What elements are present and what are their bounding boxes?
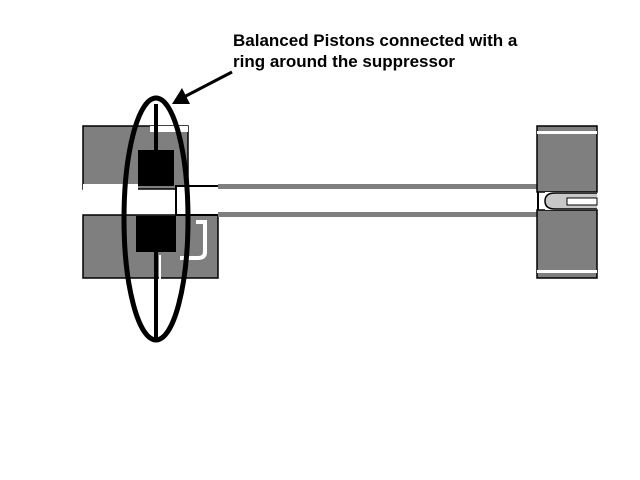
gas-tube-upper-wall (218, 184, 538, 189)
cylinder-upper-block (536, 125, 598, 193)
gas-tube (175, 185, 539, 216)
cylinder-top-rim (537, 131, 597, 134)
cylinder-bottom-rim (537, 270, 597, 273)
lower-piston-rod (154, 250, 158, 340)
annotation-line-1: Balanced Pistons connected with a (233, 31, 518, 50)
upper-piston (138, 150, 174, 186)
rounded-plug-slot (566, 197, 598, 206)
piston-rod-highlight (159, 255, 161, 335)
lower-housing-channel (180, 220, 207, 260)
upper-piston-rod (154, 104, 158, 152)
callout-arrow-shaft (181, 70, 233, 100)
upper-housing-lip (150, 126, 188, 132)
gas-tube-lower-wall (218, 212, 538, 217)
connecting-ring (121, 95, 191, 343)
callout-arrow-head (172, 88, 190, 104)
cylinder-lower-block (536, 209, 598, 279)
annotation-line-2: ring around the suppressor (233, 52, 455, 71)
lower-piston (136, 216, 176, 252)
upper-housing-gap (83, 184, 138, 190)
